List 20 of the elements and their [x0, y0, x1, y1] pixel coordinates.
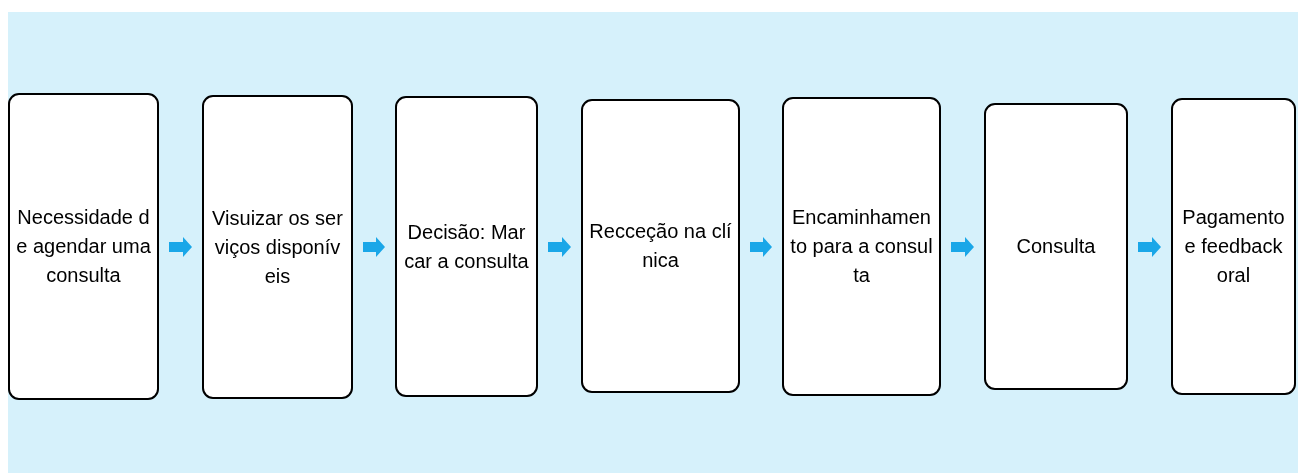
arrow	[750, 237, 772, 257]
arrow	[363, 237, 385, 257]
process-box	[202, 95, 353, 399]
arrow	[951, 237, 974, 257]
process-box	[581, 99, 740, 393]
step-text: Visuizar os serviços disponíveis	[211, 205, 344, 289]
arrow	[548, 237, 571, 257]
step-text: Consulta	[1016, 234, 1096, 259]
process-box	[984, 103, 1128, 390]
arrow	[169, 237, 192, 257]
process-box	[1171, 98, 1296, 395]
process-box	[395, 96, 538, 397]
process-box	[782, 97, 941, 396]
arrow	[1138, 237, 1161, 257]
step-text: Recceção na clínica	[589, 219, 732, 273]
step-text: Decisão: Marcar a consulta	[403, 219, 530, 274]
step-text: Necessidade de agendar uma consulta	[16, 205, 151, 288]
process-box	[8, 93, 159, 400]
step-text: Pagamento e feedback oral	[1181, 205, 1286, 288]
step-text: Encaminhamento para a consulta	[790, 205, 933, 288]
